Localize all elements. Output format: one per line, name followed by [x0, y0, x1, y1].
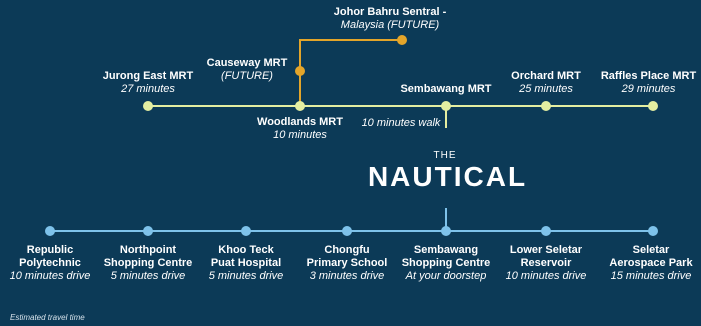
station-label-orchard: Orchard MRT 25 minutes [496, 70, 596, 96]
amenity-label-chongfu: Chongfu Primary School 3 minutes drive [297, 244, 397, 283]
amenity-name: Aerospace Park [609, 257, 693, 269]
station-sub-sembawang: 10 minutes walk [346, 117, 456, 130]
amenity-name: Khoo Teck [218, 244, 274, 256]
amenity-name: Lower Seletar [509, 244, 583, 256]
amenity-label-republic: Republic Polytechnic 10 minutes drive [0, 244, 100, 283]
amenity-name: Shopping Centre [401, 257, 491, 269]
amenity-name: Primary School [306, 257, 388, 269]
amenity-name: Northpoint [119, 244, 177, 256]
station-label-johor-bahru: Johor Bahru Sentral - Malaysia (FUTURE) [320, 6, 460, 32]
station-dot-woodlands [295, 101, 305, 111]
footnote: Estimated travel time [10, 313, 85, 322]
station-label-sembawang: Sembawang MRT [386, 83, 506, 96]
amenity-label-khoo-teck: Khoo Teck Puat Hospital 5 minutes drive [196, 244, 296, 283]
station-time: (FUTURE) [221, 70, 273, 82]
station-name: Orchard MRT [511, 70, 581, 82]
future-line [299, 39, 402, 106]
station-time: 29 minutes [621, 83, 676, 95]
station-label-jurong-east: Jurong East MRT 27 minutes [88, 70, 208, 96]
station-dot-sembawang [441, 101, 451, 111]
amenity-time: 5 minutes drive [208, 270, 284, 282]
station-time: 27 minutes [121, 83, 175, 95]
amenity-time: 10 minutes drive [505, 270, 587, 282]
station-dot-orchard [541, 101, 551, 111]
amenity-dot-khoo-teck [241, 226, 251, 236]
station-time: 10 minutes walk [361, 117, 441, 129]
station-name: Causeway MRT [206, 57, 288, 69]
amenity-name: Reservoir [520, 257, 572, 269]
amenity-dot-sembawang [441, 226, 451, 236]
amenity-name: Shopping Centre [103, 257, 193, 269]
amenity-name: Sembawang [413, 244, 479, 256]
amenity-time: At your doorstep [405, 270, 487, 282]
logo-nautical: NAUTICAL [367, 161, 528, 192]
station-name: Woodlands MRT [257, 116, 343, 128]
amenity-name: Puat Hospital [210, 257, 282, 269]
amenity-dot-republic [45, 226, 55, 236]
station-dot-causeway [295, 66, 305, 76]
station-dot-raffles-place [648, 101, 658, 111]
amenity-label-lower-seletar: Lower Seletar Reservoir 10 minutes drive [496, 244, 596, 283]
logo-the: THE [433, 150, 457, 161]
amenity-dot-northpoint [143, 226, 153, 236]
amenity-time: 3 minutes drive [309, 270, 385, 282]
amenity-time: 5 minutes drive [110, 270, 186, 282]
station-dot-jurong-east [143, 101, 153, 111]
station-label-woodlands: Woodlands MRT 10 minutes [245, 116, 355, 142]
amenity-label-northpoint: Northpoint Shopping Centre 5 minutes dri… [98, 244, 198, 283]
amenity-time: 10 minutes drive [9, 270, 91, 282]
station-name: Raffles Place MRT [600, 70, 697, 82]
station-time: 10 minutes [273, 129, 327, 141]
amenity-label-seletar: Seletar Aerospace Park 15 minutes drive [601, 244, 701, 283]
station-time: 25 minutes [519, 83, 573, 95]
amenity-name: Chongfu [324, 244, 370, 256]
amenity-dot-lower-seletar [541, 226, 551, 236]
station-name: Sembawang MRT [400, 83, 492, 95]
amenity-name: Polytechnic [19, 257, 81, 269]
amenity-dot-seletar [648, 226, 658, 236]
amenity-name: Republic [26, 244, 74, 256]
amenity-dot-chongfu [342, 226, 352, 236]
station-label-causeway: Causeway MRT (FUTURE) [188, 57, 306, 83]
amenity-label-sembawang: Sembawang Shopping Centre At your doorst… [396, 244, 496, 283]
station-name: Johor Bahru Sentral - [333, 6, 447, 18]
station-name: Jurong East MRT [102, 70, 194, 82]
station-label-raffles-place: Raffles Place MRT 29 minutes [596, 70, 701, 96]
amenity-name: Seletar [632, 244, 670, 256]
station-time: Malaysia (FUTURE) [340, 19, 440, 31]
station-dot-johor-bahru [397, 35, 407, 45]
amenity-time: 15 minutes drive [610, 270, 692, 282]
